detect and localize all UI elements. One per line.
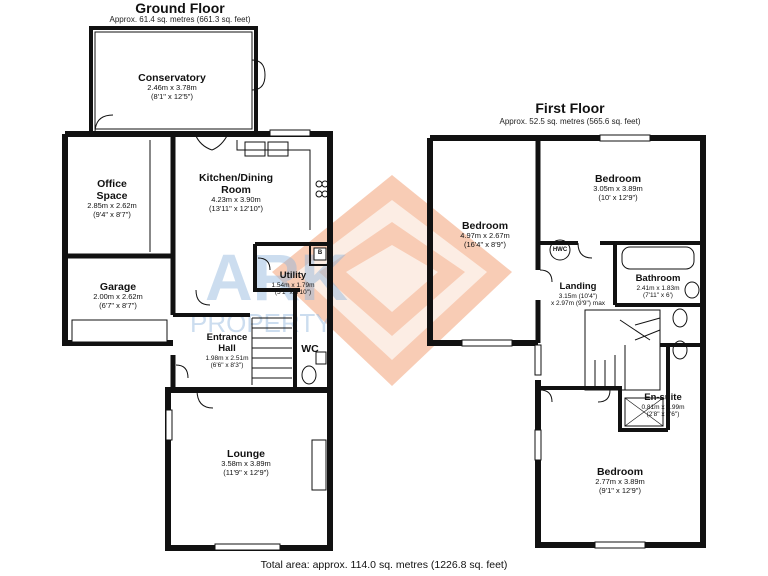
- room-landing: Landing 3.15m (10'4") x 2.97m (9'9") max: [550, 281, 606, 308]
- room-office-space: Office Space 2.85m x 2.62m (9'4" x 8'7"): [87, 178, 137, 219]
- first-floor-area: Approx. 52.5 sq. metres (565.6 sq. feet): [499, 117, 641, 126]
- hwc-badge: HWC: [552, 247, 568, 253]
- room-en-suite: En-suite 0.81m x 1.99m (2'8" x 6'6"): [641, 392, 685, 419]
- total-area: Total area: approx. 114.0 sq. metres (12…: [260, 559, 508, 571]
- room-bathroom: Bathroom 2.41m x 1.83m (7'11" x 6'): [635, 273, 681, 300]
- utility-badge: B: [317, 250, 323, 256]
- room-bedroom-left: Bedroom 4.97m x 2.67m (16'4" x 8'9"): [460, 220, 510, 249]
- room-entrance-hall: Entrance Hall 1.98m x 2.51m (6'6" x 8'3"…: [205, 332, 249, 370]
- ground-floor-area: Approx. 61.4 sq. metres (661.3 sq. feet): [109, 15, 251, 24]
- room-utility: Utility 1.54m x 1.79m (5'1" x 5'10"): [271, 270, 315, 297]
- ground-floor-title: Ground Floor: [135, 0, 225, 16]
- room-garage: Garage 2.00m x 2.62m (6'7" x 8'7"): [93, 281, 143, 310]
- room-conservatory: Conservatory 2.46m x 3.78m (8'1" x 12'5"…: [138, 72, 206, 101]
- room-bedroom-front: Bedroom 3.05m x 3.89m (10' x 12'9"): [593, 173, 643, 202]
- room-wc: WC: [301, 343, 319, 355]
- room-bedroom-rear: Bedroom 2.77m x 3.89m (9'1" x 12'9"): [595, 466, 645, 495]
- room-kitchen-dining: Kitchen/Dining Room 4.23m x 3.90m (13'11…: [198, 172, 274, 213]
- first-floor-walls: [427, 134, 706, 549]
- first-floor-title: First Floor: [535, 100, 605, 116]
- room-lounge: Lounge 3.58m x 3.89m (11'9" x 12'9"): [221, 448, 271, 477]
- ground-floor-walls: [62, 26, 333, 551]
- utility-badge-box: [313, 247, 327, 261]
